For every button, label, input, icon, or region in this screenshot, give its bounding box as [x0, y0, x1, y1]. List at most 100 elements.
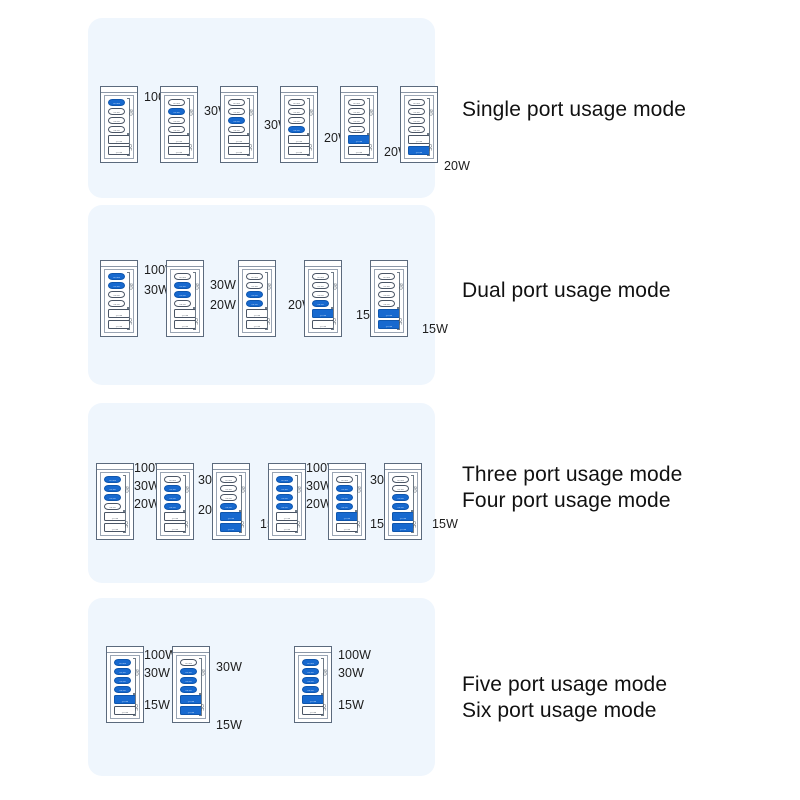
usb-c-port-1[interactable]: PD1 100W [104, 476, 121, 483]
usb-c-port-4[interactable]: PD4 20W [348, 126, 365, 133]
usb-c-port-1[interactable]: PD1 100W [392, 476, 409, 483]
usb-c-port-3[interactable]: PD3 20W [180, 677, 197, 684]
usb-c-port-1[interactable]: PD1 100W [220, 476, 237, 483]
usb-c-port-3[interactable]: PD3 20W [312, 291, 329, 298]
usb-c-port-1[interactable]: PD1 100W [174, 273, 191, 280]
usb-c-port-3[interactable]: PD3 20W [392, 494, 409, 501]
usb-c-port-4[interactable]: PD4 20W [408, 126, 425, 133]
usb-c-port-2[interactable]: PD2 30W [378, 282, 395, 289]
usb-c-port-3[interactable]: PD3 20W [408, 117, 425, 124]
usb-c-port-1[interactable]: PD1 100W [276, 476, 293, 483]
usb-c-port-2[interactable]: PD2 30W [114, 668, 131, 675]
usb-c-port-1[interactable]: PD1 100W [348, 99, 365, 106]
usb-c-port-3[interactable]: PD3 20W [348, 117, 365, 124]
usb-c-port-2[interactable]: PD2 30W [108, 282, 125, 289]
usb-c-port-3[interactable]: PD3 20W [246, 291, 263, 298]
usb-c-port-1[interactable]: PD1 100W [164, 476, 181, 483]
usb-c-port-1[interactable]: PD1 100W [114, 659, 131, 666]
usb-c-port-2[interactable]: PD2 30W [348, 108, 365, 115]
usb-c-port-2[interactable]: PD2 30W [246, 282, 263, 289]
usb-c-port-2[interactable]: PD2 30W [336, 485, 353, 492]
usb-c-port-3[interactable]: PD3 20W [108, 291, 125, 298]
usb-c-port-4[interactable]: PD4 20W [228, 126, 245, 133]
usb-c-port-4[interactable]: PD4 20W [392, 503, 409, 510]
usb-c-port-4[interactable]: PD4 20W [288, 126, 305, 133]
usb-c-port-3[interactable]: PD3 20W [302, 677, 319, 684]
usb-c-port-4[interactable]: PD4 20W [108, 126, 125, 133]
usb-c-port-4[interactable]: PD4 20W [104, 503, 121, 510]
usb-c-port-4[interactable]: PD4 20W [312, 300, 329, 307]
usb-c-port-3[interactable]: PD3 20W [104, 494, 121, 501]
usb-c-port-2[interactable]: PD2 30W [104, 485, 121, 492]
usb-c-port-3[interactable]: PD3 20W [108, 117, 125, 124]
usb-c-port-2[interactable]: PD2 30W [180, 668, 197, 675]
usb-c-port-3[interactable]: PD3 20W [378, 291, 395, 298]
usb-c-port-3[interactable]: PD3 20W [174, 291, 191, 298]
usb-c-port-3[interactable]: PD3 20W [164, 494, 181, 501]
usb-c-port-1[interactable]: PD1 100W [408, 99, 425, 106]
usb-c-port-1[interactable]: PD1 100W [288, 99, 305, 106]
usb-c-port-2[interactable]: PD2 30W [168, 108, 185, 115]
usb-c-port-4[interactable]: PD4 20W [168, 126, 185, 133]
usb-c-port-4[interactable]: PD4 20W [164, 503, 181, 510]
usb-c-port-4[interactable]: PD4 20W [108, 300, 125, 307]
usb-c-port-3[interactable]: PD3 20W [288, 117, 305, 124]
usb-c-port-2[interactable]: PD2 30W [276, 485, 293, 492]
usb-c-port-3[interactable]: PD3 20W [220, 494, 237, 501]
usb-c-port-2[interactable]: PD2 30W [220, 485, 237, 492]
usb-c-port-4[interactable]: PD4 20W [180, 686, 197, 693]
usb-c-port-1[interactable]: PD1 100W [312, 273, 329, 280]
usb-c-port-3[interactable]: PD3 20W [114, 677, 131, 684]
usb-c-port-2[interactable]: PD2 30W [312, 282, 329, 289]
usb-c-port-1[interactable]: PD1 100W [108, 273, 125, 280]
usb-c-port-3[interactable]: PD3 20W [228, 117, 245, 124]
usb-c-port-3[interactable]: PD3 20W [336, 494, 353, 501]
usb-c-port-2[interactable]: PD2 30W [288, 108, 305, 115]
usb-c-port-1[interactable]: PD1 100W [180, 659, 197, 666]
usb-c-port-1[interactable]: PD1 100W [168, 99, 185, 106]
usb-c-port-2[interactable]: PD2 30W [392, 485, 409, 492]
usb-c-port-3[interactable]: PD3 20W [168, 117, 185, 124]
usb-c-port-1[interactable]: PD1 100W [246, 273, 263, 280]
usb-c-port-4[interactable]: PD4 20W [114, 686, 131, 693]
usb-c-port-3[interactable]: PD3 20W [276, 494, 293, 501]
usb-c-port-1[interactable]: PD1 100W [302, 659, 319, 666]
usb-c-port-4[interactable]: PD4 20W [302, 686, 319, 693]
usb-c-port-1[interactable]: PD1 100W [108, 99, 125, 106]
usb-c-port-4[interactable]: PD4 20W [220, 503, 237, 510]
usb-c-port-4[interactable]: PD4 20W [174, 300, 191, 307]
usb-c-port-4[interactable]: PD4 20W [378, 300, 395, 307]
usb-c-port-4[interactable]: PD4 20W [246, 300, 263, 307]
usb-c-port-1[interactable]: PD1 100W [378, 273, 395, 280]
usb-c-port-4[interactable]: PD4 20W [336, 503, 353, 510]
usb-c-port-4[interactable]: PD4 20W [276, 503, 293, 510]
usb-c-port-2[interactable]: PD2 30W [174, 282, 191, 289]
usb-c-port-2[interactable]: PD2 30W [108, 108, 125, 115]
usb-c-port-2[interactable]: PD2 30W [302, 668, 319, 675]
usb-c-port-2[interactable]: PD2 30W [408, 108, 425, 115]
usb-c-port-1[interactable]: PD1 100W [228, 99, 245, 106]
usb-c-port-2[interactable]: PD2 30W [164, 485, 181, 492]
usb-c-port-1[interactable]: PD1 100W [336, 476, 353, 483]
usb-c-port-2[interactable]: PD2 30W [228, 108, 245, 115]
